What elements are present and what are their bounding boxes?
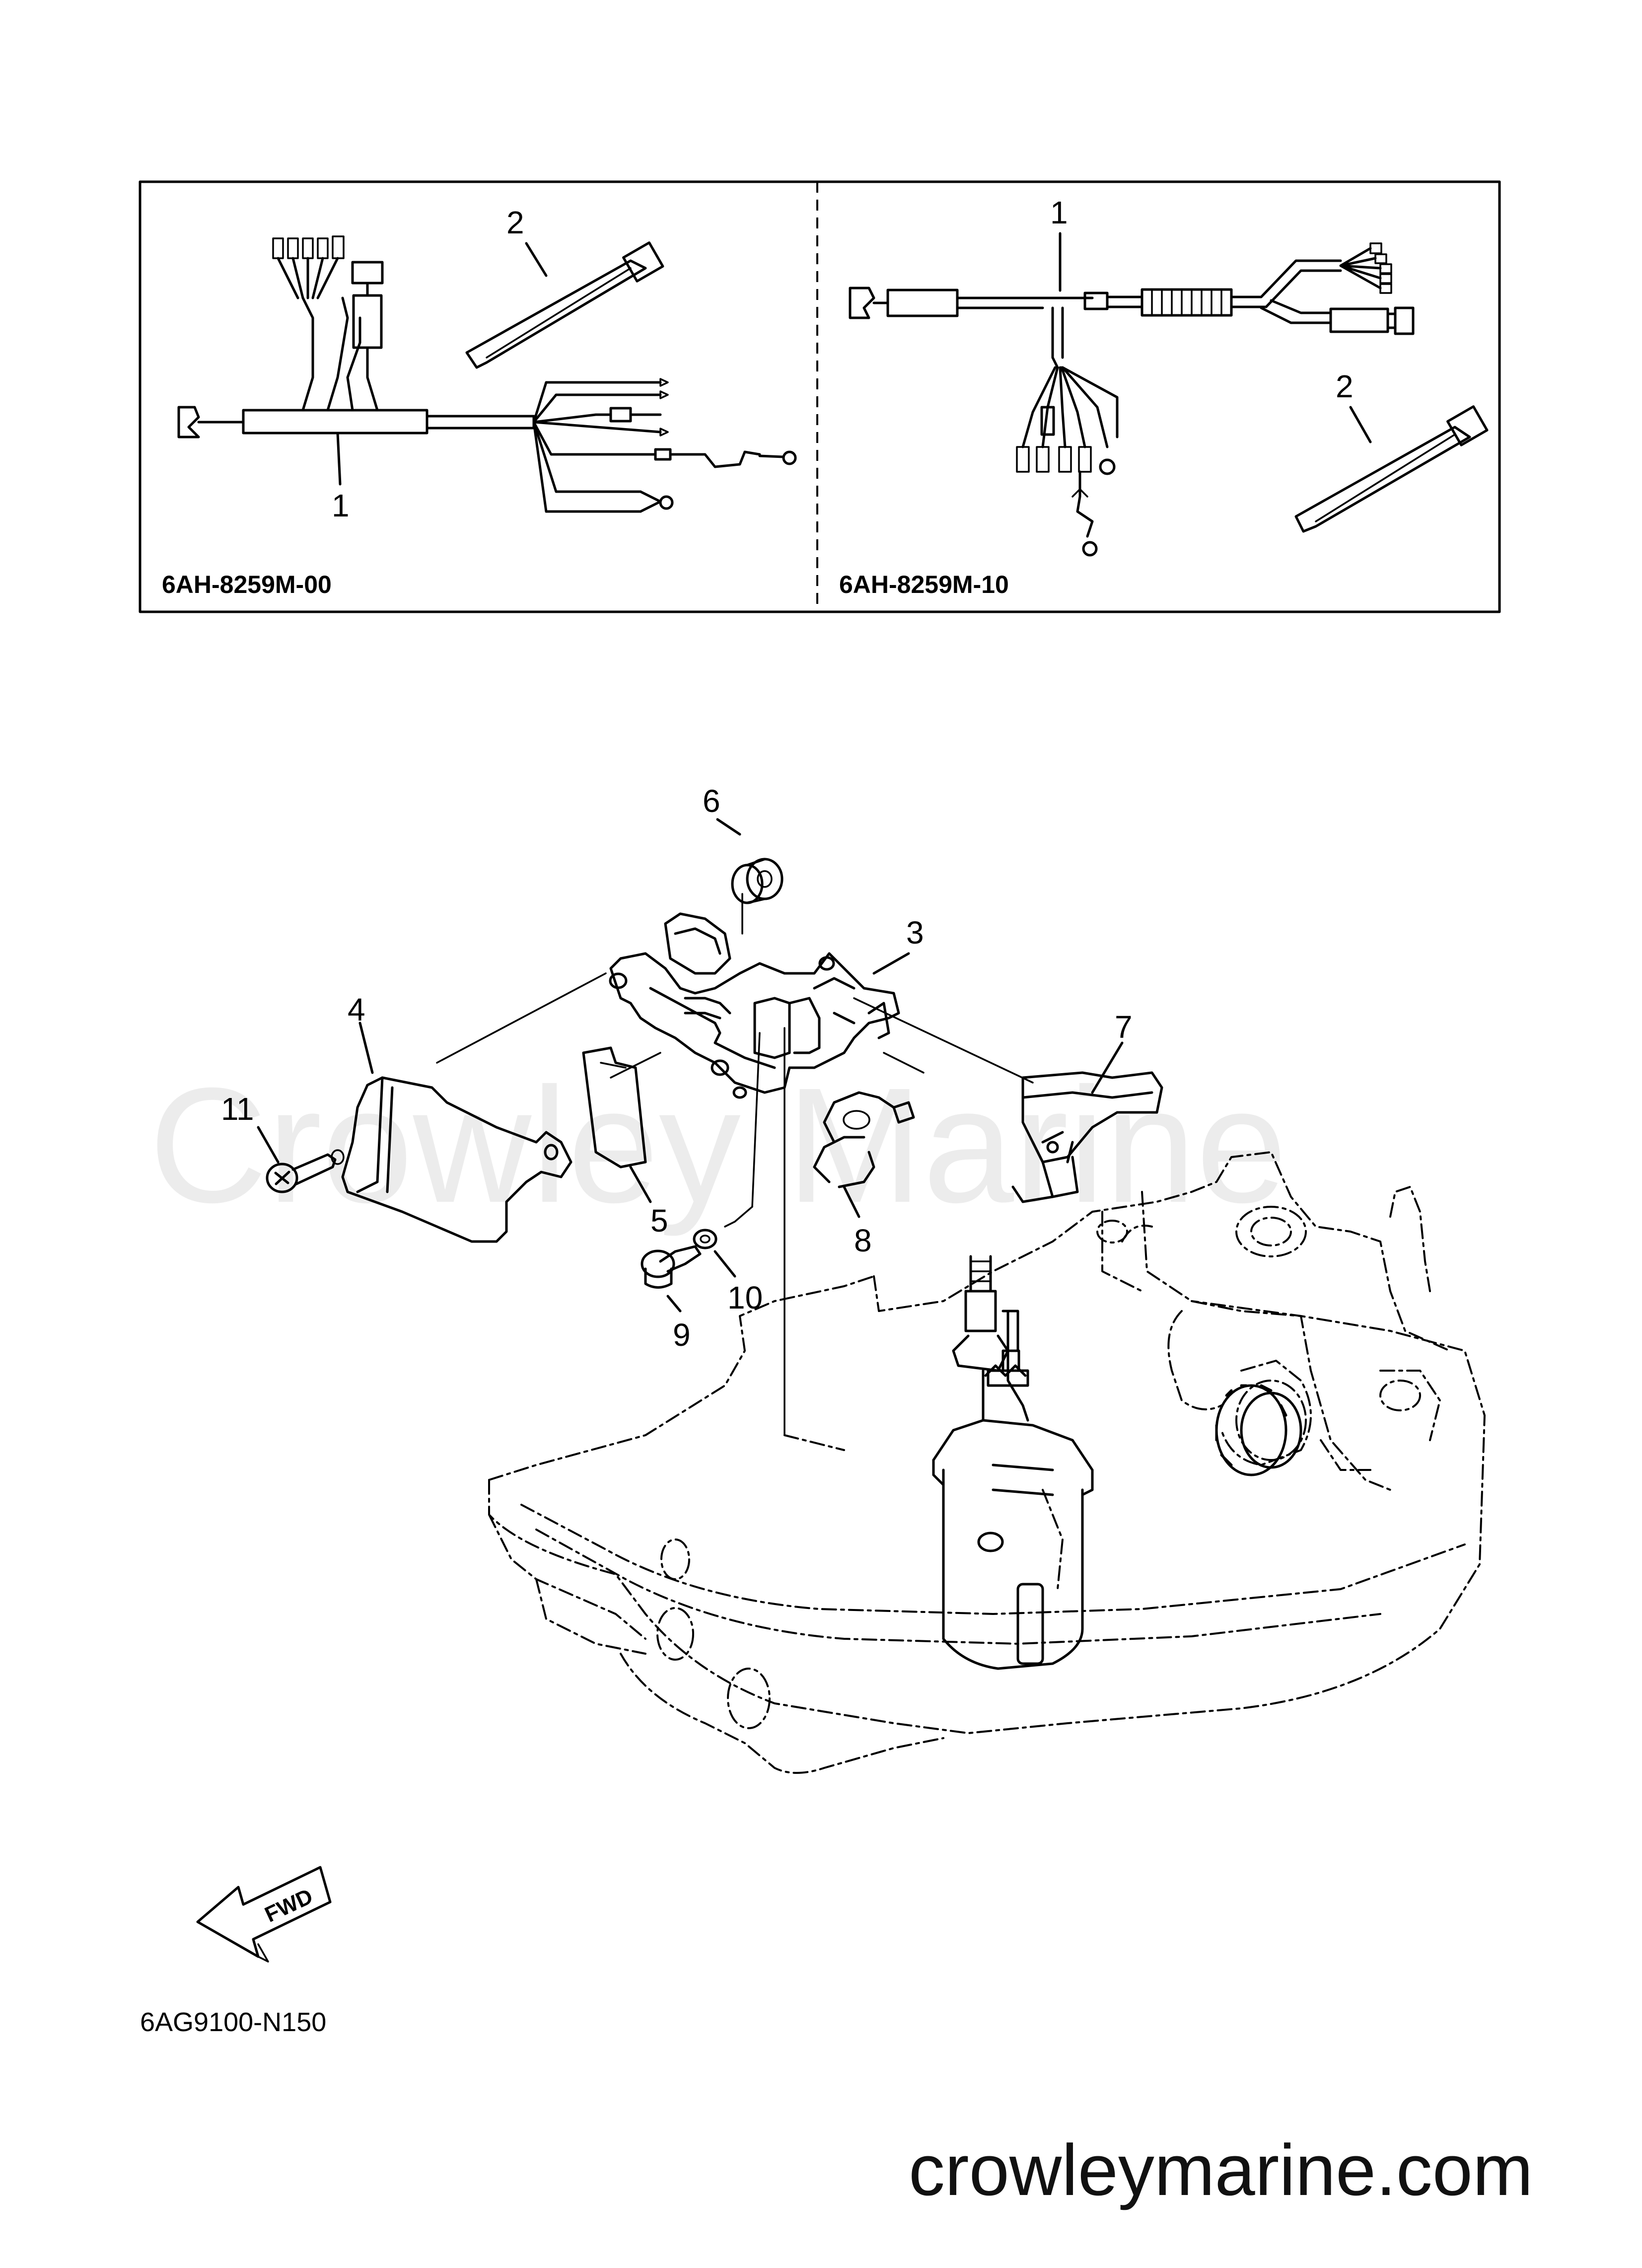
callout-4: 4: [348, 992, 365, 1027]
part-9-bolt: [641, 1245, 702, 1313]
callout-right-2: 2: [1336, 368, 1354, 404]
spark-plug: [952, 1255, 1009, 1372]
part-6-grommet: [716, 818, 784, 904]
callout-3: 3: [906, 915, 924, 951]
wire-harness-right: [849, 232, 1415, 557]
callout-left-2: 2: [506, 205, 524, 240]
callout-8: 8: [854, 1223, 872, 1258]
part-5-clip: [582, 1046, 652, 1203]
callout-9: 9: [673, 1317, 691, 1353]
inset-box: 1 2 6AH-8259M-00: [139, 180, 1501, 613]
callout-11: 11: [221, 1091, 254, 1127]
part-3-bracket: [609, 912, 910, 1099]
engine-block: [488, 1151, 1486, 1774]
callout-10: 10: [727, 1280, 763, 1316]
cable-tie-left: [465, 241, 664, 369]
part-8-clamp: [813, 1091, 915, 1218]
watermark: Crowley Marine: [149, 1053, 1287, 1238]
callout-left-1: 1: [332, 488, 350, 523]
callout-right-1: 1: [1050, 195, 1068, 230]
part-11-screw: [257, 1126, 345, 1193]
diagram-reference: 6AG9100-N150: [140, 2007, 326, 2037]
part-10-washer: [693, 1229, 736, 1278]
callout-6: 6: [703, 783, 720, 819]
fwd-arrow-icon: FWD: [196, 1866, 332, 1963]
part-7-coupler-cover: [1011, 1041, 1163, 1203]
inset-code-left: 6AH-8259M-00: [162, 571, 332, 598]
part-4-cover: [341, 1022, 572, 1243]
wire-harness-left: [177, 235, 797, 513]
callout-7: 7: [1115, 1009, 1133, 1045]
site-url: crowleymarine.com: [909, 2129, 1533, 2210]
inset-code-right: 6AH-8259M-10: [839, 571, 1009, 598]
cable-tie-right: [1294, 405, 1489, 533]
starter-motor: [932, 1310, 1094, 1670]
callout-5: 5: [650, 1203, 668, 1239]
